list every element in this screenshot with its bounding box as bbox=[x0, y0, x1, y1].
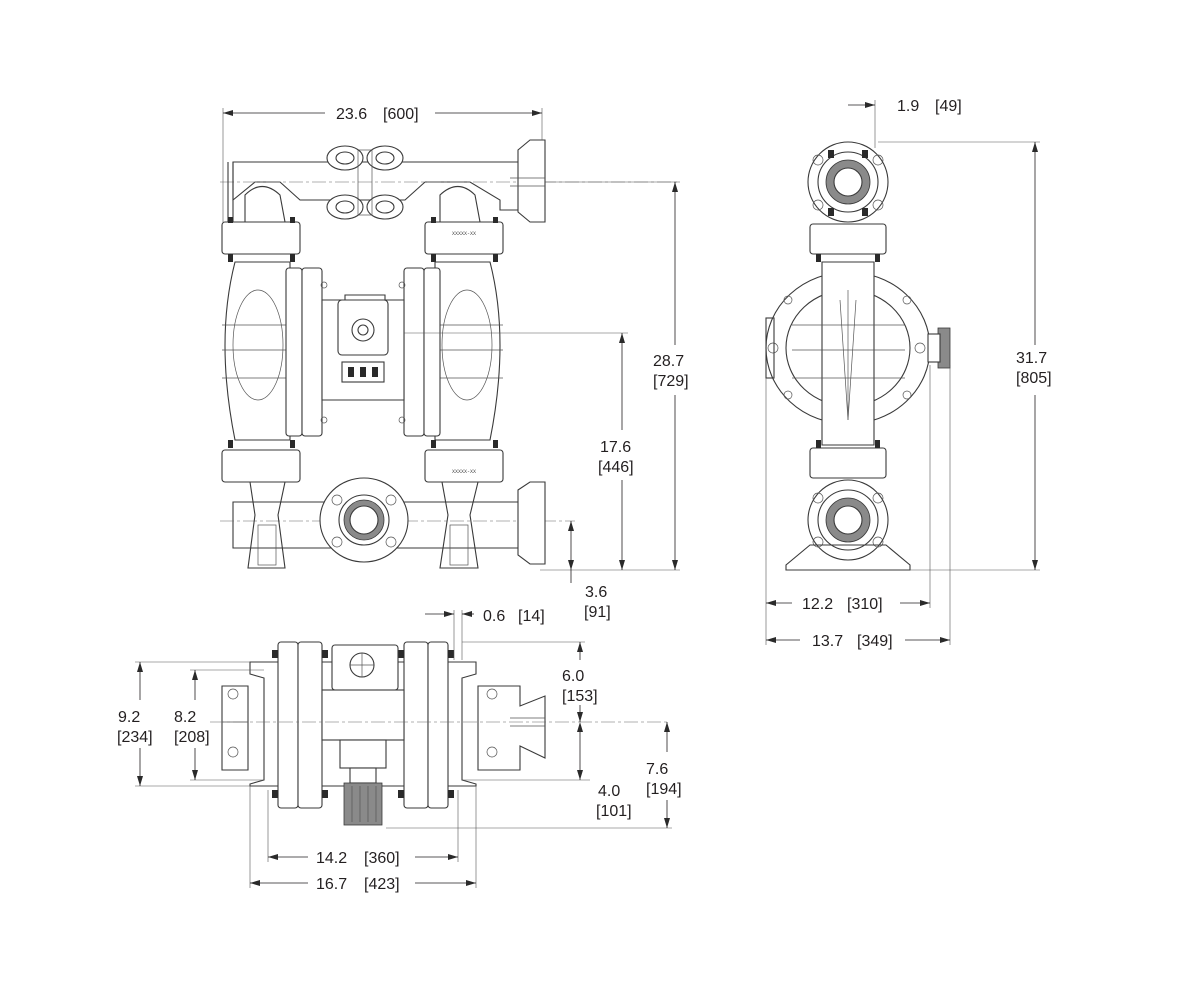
dim-base-length-metric: [423] bbox=[364, 876, 400, 893]
dim-air-inlet-height: 17.6 bbox=[600, 439, 631, 456]
front-view: XXXXX-XX bbox=[220, 106, 689, 621]
dim-muffler-length: 7.6 bbox=[646, 761, 668, 778]
dim-air-inlet-height-metric: [446] bbox=[598, 459, 634, 476]
dim-bolt-spacing-metric: [360] bbox=[364, 850, 400, 867]
side-view: 1.9 [49] 31.7 [805] 12.2 [310] 13.7 [349… bbox=[765, 98, 1052, 650]
dim-base-width: 12.2 bbox=[802, 596, 833, 613]
dim-overall-depth: 13.7 bbox=[812, 633, 843, 650]
dim-base-length: 16.7 bbox=[316, 876, 347, 893]
dim-base-hole-depth: 8.2 bbox=[174, 709, 196, 726]
upper-manifold-label: XXXXX-XX bbox=[452, 231, 476, 237]
dim-base-depth: 9.2 bbox=[118, 709, 140, 726]
dim-outlet-height-metric: [729] bbox=[653, 373, 689, 390]
dim-top-offset: 0.6 bbox=[483, 608, 505, 625]
dim-base-depth-metric: [234] bbox=[117, 729, 153, 746]
dim-top-offset-metric: [14] bbox=[518, 608, 545, 625]
dim-base-hole-depth-metric: [208] bbox=[174, 729, 210, 746]
dim-muffler-length-metric: [194] bbox=[646, 781, 682, 798]
dim-top-center-offset: 6.0 bbox=[562, 668, 584, 685]
lower-manifold-label: XXXXX-XX bbox=[452, 469, 476, 475]
dim-base-width-metric: [310] bbox=[847, 596, 883, 613]
dim-muffler-offset: 4.0 bbox=[598, 783, 620, 800]
dim-overall-height-metric: [805] bbox=[1016, 370, 1052, 387]
dim-overall-height: 31.7 bbox=[1016, 350, 1047, 367]
dim-muffler-offset-metric: [101] bbox=[596, 803, 632, 820]
top-view: 0.6 [14] 6.0 [153] 4.0 [101] 7.6 [194] 9… bbox=[117, 608, 682, 893]
dim-side-flange-offset-metric: [49] bbox=[935, 98, 962, 115]
dim-inlet-height: 3.6 bbox=[585, 584, 607, 601]
right-upper-clamp bbox=[424, 221, 504, 255]
dim-front-width: 23.6 bbox=[336, 106, 367, 123]
dim-bolt-spacing: 14.2 bbox=[316, 850, 347, 867]
dim-side-flange-offset: 1.9 bbox=[897, 98, 919, 115]
dim-front-width-metric: [600] bbox=[383, 106, 419, 123]
dim-outlet-height: 28.7 bbox=[653, 353, 684, 370]
dim-overall-depth-metric: [349] bbox=[857, 633, 893, 650]
dim-inlet-height-metric: [91] bbox=[584, 604, 611, 621]
dim-top-center-offset-metric: [153] bbox=[562, 688, 598, 705]
left-upper-clamp bbox=[221, 221, 301, 255]
